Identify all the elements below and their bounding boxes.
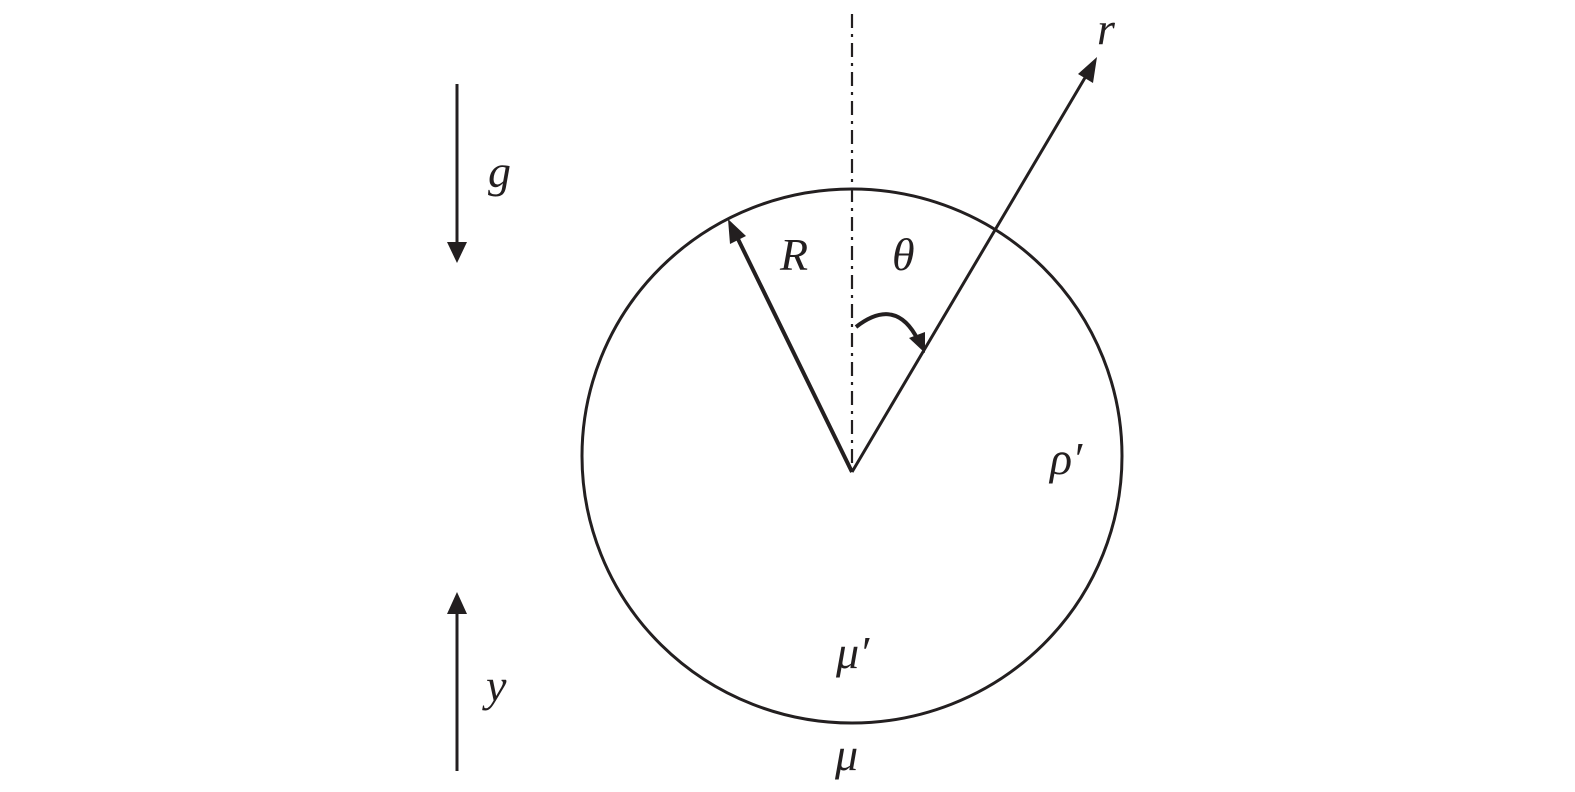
drop-boundary bbox=[580, 187, 1124, 725]
y-axis-arrow bbox=[447, 592, 467, 771]
radius-arrow bbox=[728, 219, 854, 473]
radial-axis-label: r bbox=[1097, 3, 1116, 54]
inner-density-label: ρ′ bbox=[1048, 433, 1083, 484]
radial-arrow bbox=[850, 57, 1097, 473]
radial-arrowhead bbox=[1078, 57, 1097, 83]
gravity-arrowhead bbox=[447, 242, 467, 263]
y-axis-label: y bbox=[482, 660, 507, 711]
outer-viscosity-label: μ bbox=[834, 729, 858, 780]
gravity-arrow bbox=[447, 84, 467, 263]
angle-arc bbox=[854, 312, 925, 353]
radius-arrowhead bbox=[728, 219, 746, 244]
angle-label: θ bbox=[892, 229, 915, 280]
gravity-label: g bbox=[488, 146, 511, 197]
angle-arrowhead bbox=[909, 332, 925, 353]
inner-viscosity-label: μ′ bbox=[835, 627, 870, 678]
radius-label: R bbox=[779, 229, 808, 280]
y-axis-arrowhead bbox=[447, 592, 467, 614]
